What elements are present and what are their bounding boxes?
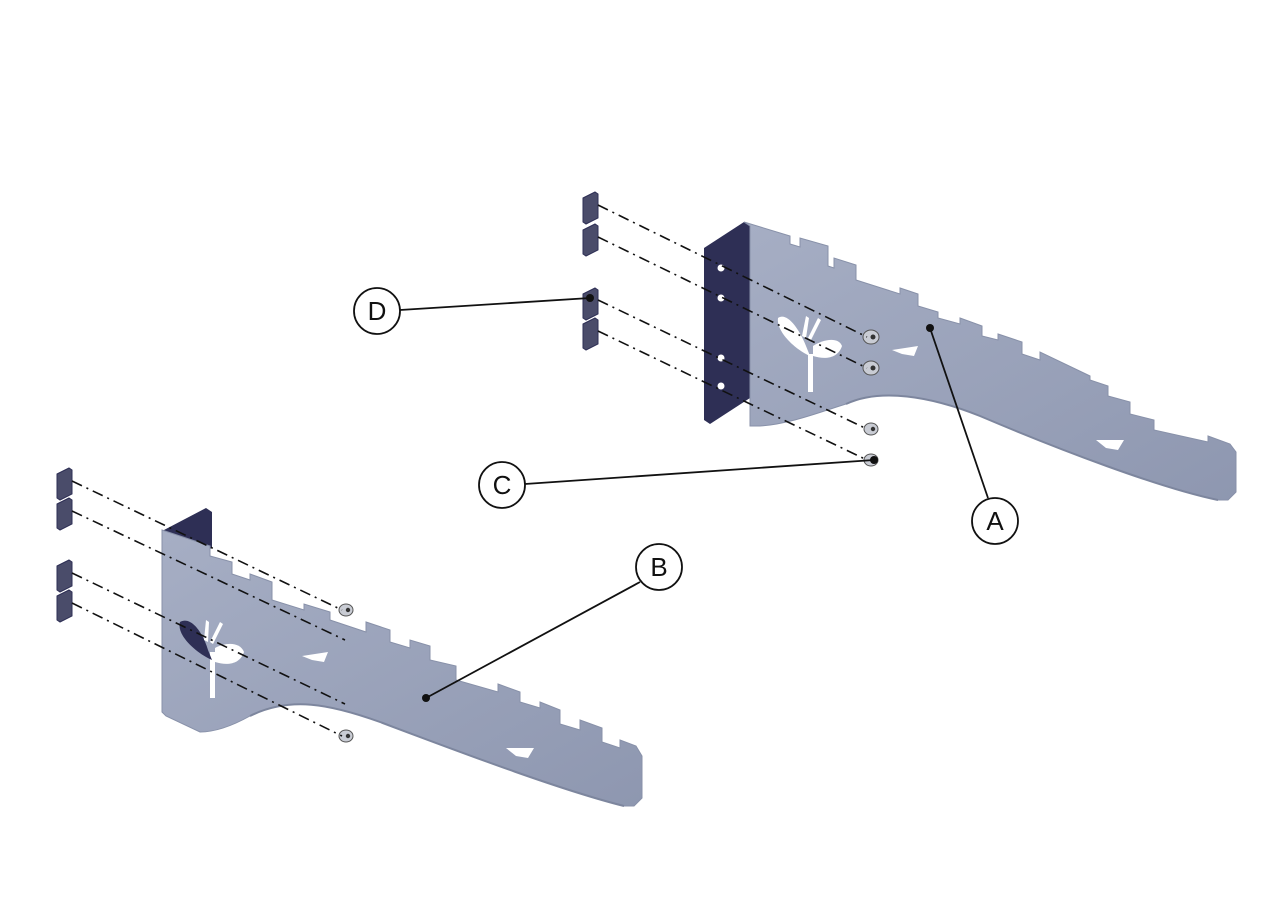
- square-nut-icon: [56, 191, 599, 623]
- bracket-b-slot-1: [302, 652, 328, 662]
- bracket-b: [161, 508, 643, 807]
- nut-group-a: [582, 191, 599, 351]
- callout-b-label: B: [650, 552, 667, 582]
- callout-b: B: [422, 543, 683, 702]
- callout-c-label: C: [493, 470, 512, 500]
- bracket-b-edge: [249, 703, 625, 807]
- callout-a-label: A: [986, 506, 1004, 536]
- bracket-a-edge: [845, 394, 1219, 501]
- bracket-a-flange: [704, 222, 750, 424]
- bracket-b-arm: [161, 529, 643, 807]
- bracket-a-arm: [743, 221, 1237, 501]
- bracket-b-slot-2: [506, 748, 534, 758]
- callout-c: C: [478, 456, 878, 509]
- callout-a: A: [926, 324, 1019, 545]
- cap-screw-icon: [338, 329, 880, 743]
- nut-group-b: [56, 467, 73, 623]
- bracket-a-slot-2: [1096, 440, 1124, 450]
- assembly-lines: [71, 204, 868, 737]
- callout-d-label: D: [368, 296, 387, 326]
- bracket-a-slot-1: [892, 346, 918, 356]
- bracket-a: [704, 221, 1237, 501]
- bracket-b-tree-cutout: [179, 620, 244, 698]
- callout-d: D: [353, 287, 594, 335]
